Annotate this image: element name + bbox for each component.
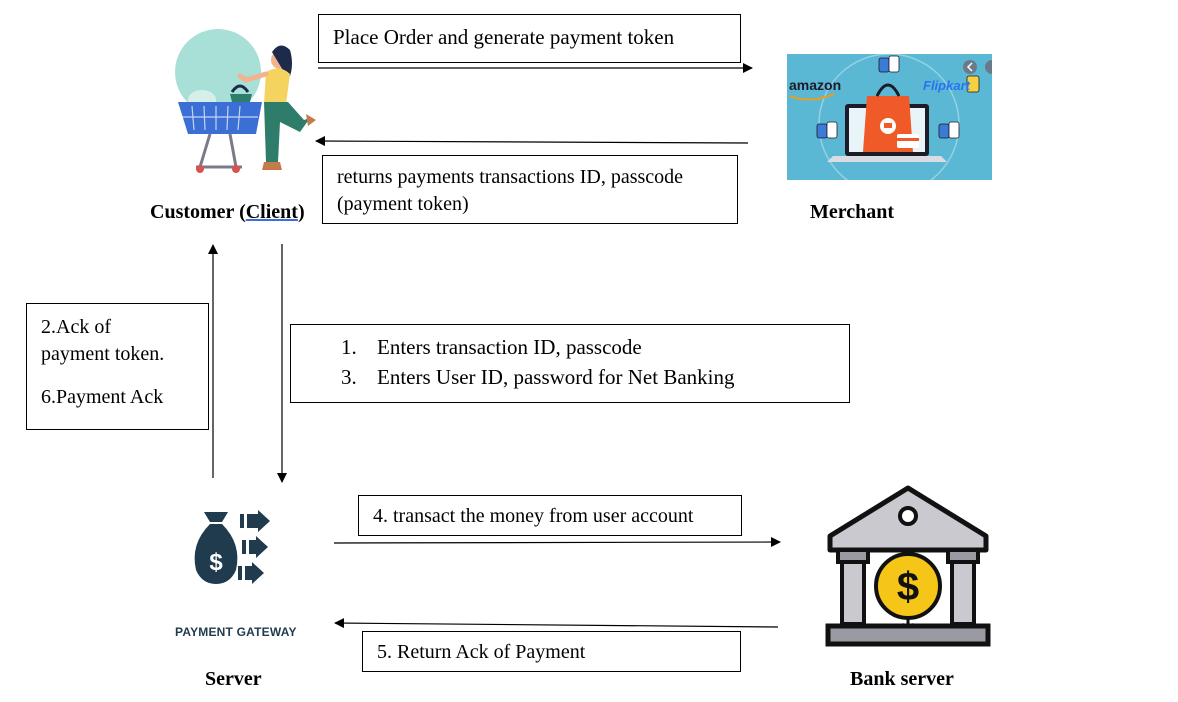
transact-text: 4. transact the money from user account bbox=[373, 505, 694, 527]
arrow-server-to-bank bbox=[333, 537, 781, 548]
payment-ack-text: 6.Payment Ack bbox=[41, 386, 164, 408]
ack-token-line2: payment token. bbox=[41, 343, 165, 365]
svg-text:$: $ bbox=[209, 549, 223, 576]
arrow-merchant-to-customer bbox=[315, 136, 749, 147]
bank-building-icon: $ bbox=[825, 485, 991, 647]
server-label: Server bbox=[205, 668, 262, 690]
place-order-box: Place Order and generate payment token bbox=[318, 14, 741, 63]
ack-token-line1: 2.Ack of bbox=[41, 316, 111, 338]
steps-list: 1.Enters transaction ID, passcode 3.Ente… bbox=[341, 332, 735, 392]
return-ack-box: 5. Return Ack of Payment bbox=[362, 631, 741, 672]
returns-token-box: returns payments transactions ID, passco… bbox=[322, 155, 738, 224]
transact-box: 4. transact the money from user account bbox=[358, 495, 742, 536]
ack-box: 2.Ack of payment token. 6.Payment Ack bbox=[26, 303, 209, 430]
steps-box: 1.Enters transaction ID, passcode 3.Ente… bbox=[290, 324, 850, 403]
ecommerce-merchant-icon: amazon Flipkart bbox=[787, 54, 992, 180]
client-text: Client bbox=[245, 201, 298, 223]
shopping-customer-icon bbox=[175, 29, 316, 173]
money-bag-gateway-icon: $ bbox=[194, 510, 270, 584]
returns-token-text: returns payments transactions ID, passco… bbox=[337, 166, 684, 215]
place-order-text: Place Order and generate payment token bbox=[333, 25, 675, 49]
merchant-label: Merchant bbox=[810, 201, 895, 223]
flipkart-logo: Flipkart bbox=[923, 78, 970, 93]
customer-label: Customer (Client) bbox=[150, 201, 305, 223]
payment-gateway-caption: PAYMENT GATEWAY bbox=[175, 625, 297, 639]
arrow-bank-to-server bbox=[334, 618, 779, 629]
bank-server-label: Bank server bbox=[850, 668, 954, 690]
step-item: 3.Enters User ID, password for Net Banki… bbox=[341, 365, 735, 389]
return-ack-text: 5. Return Ack of Payment bbox=[377, 641, 586, 663]
step-item: 1.Enters transaction ID, passcode bbox=[341, 335, 642, 359]
svg-text:$: $ bbox=[897, 565, 919, 609]
amazon-logo: amazon bbox=[789, 77, 842, 93]
